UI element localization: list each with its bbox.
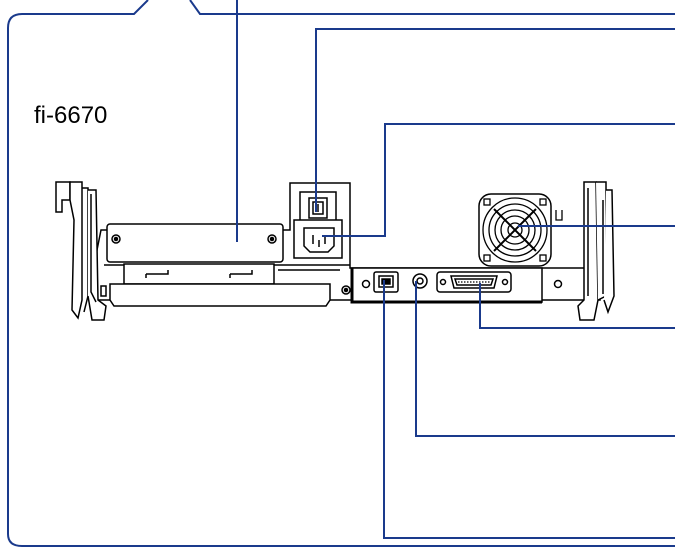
power-switch bbox=[299, 191, 337, 223]
leader-line-ext bbox=[415, 281, 675, 437]
leader-lines bbox=[236, 0, 675, 539]
left-hinge-arm bbox=[55, 181, 107, 321]
interface-panel bbox=[350, 267, 543, 304]
leader-line-power-connector bbox=[322, 123, 675, 237]
imprinter-option-cover bbox=[106, 223, 284, 263]
paper-chute bbox=[109, 263, 351, 307]
leader-line-usb bbox=[383, 280, 675, 539]
leader-line-power-switch bbox=[315, 28, 675, 212]
callout-frame bbox=[7, 0, 675, 547]
model-label: fi-6670 bbox=[34, 102, 108, 129]
fan-vent bbox=[478, 193, 563, 267]
power-connector bbox=[293, 219, 343, 259]
right-hinge-arm bbox=[577, 181, 615, 321]
screw-hole bbox=[553, 279, 563, 289]
leader-line-scsi bbox=[479, 283, 675, 329]
